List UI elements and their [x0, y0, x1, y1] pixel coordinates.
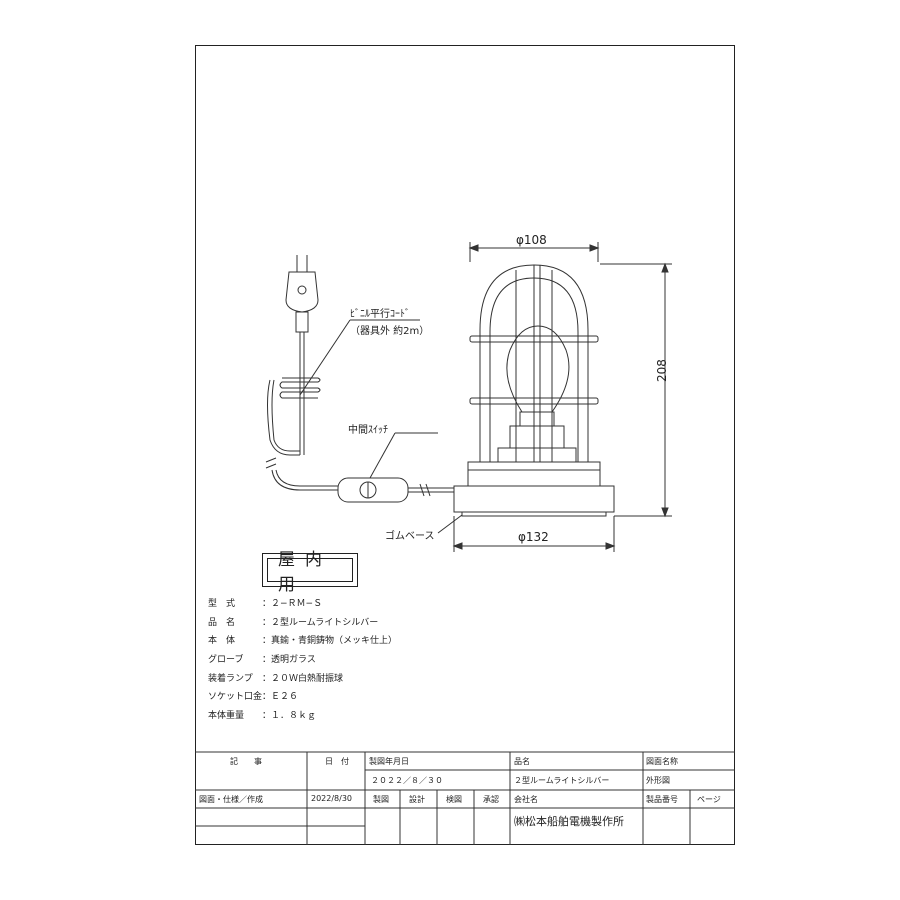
company-label: 会社名 [514, 795, 538, 804]
drawn-date-value: ２０２２／８／３０ [371, 776, 443, 785]
spec-key: ソケット口金 [208, 692, 263, 702]
drawn-date-label: 製図年月日 [369, 757, 409, 766]
inspection-label: 検図 [446, 795, 462, 804]
drawing-name-value: 外形図 [646, 776, 670, 785]
company-name: ㈱松本船舶電機製作所 [514, 815, 624, 828]
drawing-sheet-frame [195, 45, 735, 845]
indoor-use-badge: 屋内用 [262, 550, 358, 595]
approval-label: 承認 [483, 795, 499, 804]
drawing-name-label: 図面名称 [646, 757, 678, 766]
spec-key: 本体重量 [208, 711, 245, 721]
product-number-label: 製品番号 [646, 795, 678, 804]
dim-height: 208 [655, 359, 669, 382]
drafting-label: 製図 [373, 795, 389, 804]
record-entry: 図面・仕様／作成 [199, 795, 263, 804]
product-label: 品名 [514, 757, 530, 766]
spec-value: ：Ｅ２６ [262, 692, 299, 702]
spec-key: グローブ [208, 655, 244, 665]
design-label: 設計 [409, 795, 425, 804]
spec-value: ：１．８ｋｇ [262, 711, 317, 721]
indoor-use-badge-text: 屋内用 [267, 550, 353, 595]
switch-label: 中間ｽｲｯﾁ [348, 425, 388, 436]
product-value: ２型ルームライトシルバー [514, 776, 610, 785]
date-header: 日 付 [325, 757, 349, 766]
spec-key: 品 名 [208, 618, 236, 628]
record-date: 2022/8/30 [311, 794, 353, 803]
dim-base-diameter: φ132 [518, 530, 549, 544]
cord-label: ﾋﾞﾆﾙ平行ｺｰﾄﾞ [350, 309, 410, 320]
spec-value: ：透明ガラス [262, 655, 316, 665]
spec-value: ：２−ＲＭ−Ｓ [262, 599, 323, 609]
spec-value: ：２型ルームライトシルバー [262, 618, 379, 628]
cord-length-label: （器具外 約2m） [350, 326, 430, 337]
spec-key: 型 式 [208, 599, 236, 609]
title-block: 記 事 日 付 製図年月日 ２０２２／８／３０ 品名 ２型ルームライトシルバー … [195, 752, 735, 845]
record-header: 記 事 [230, 757, 262, 766]
spec-key: 本 体 [208, 636, 236, 646]
page-label: ページ [697, 795, 721, 804]
dim-top-diameter: φ108 [516, 233, 547, 247]
rubber-base-label: ゴムベース [385, 531, 435, 542]
spec-value: ：２０Ｗ白熱耐振球 [262, 674, 344, 684]
spec-value: ：真鍮・青銅鋳物（メッキ仕上） [262, 636, 398, 646]
spec-key: 装着ランプ [208, 674, 253, 684]
